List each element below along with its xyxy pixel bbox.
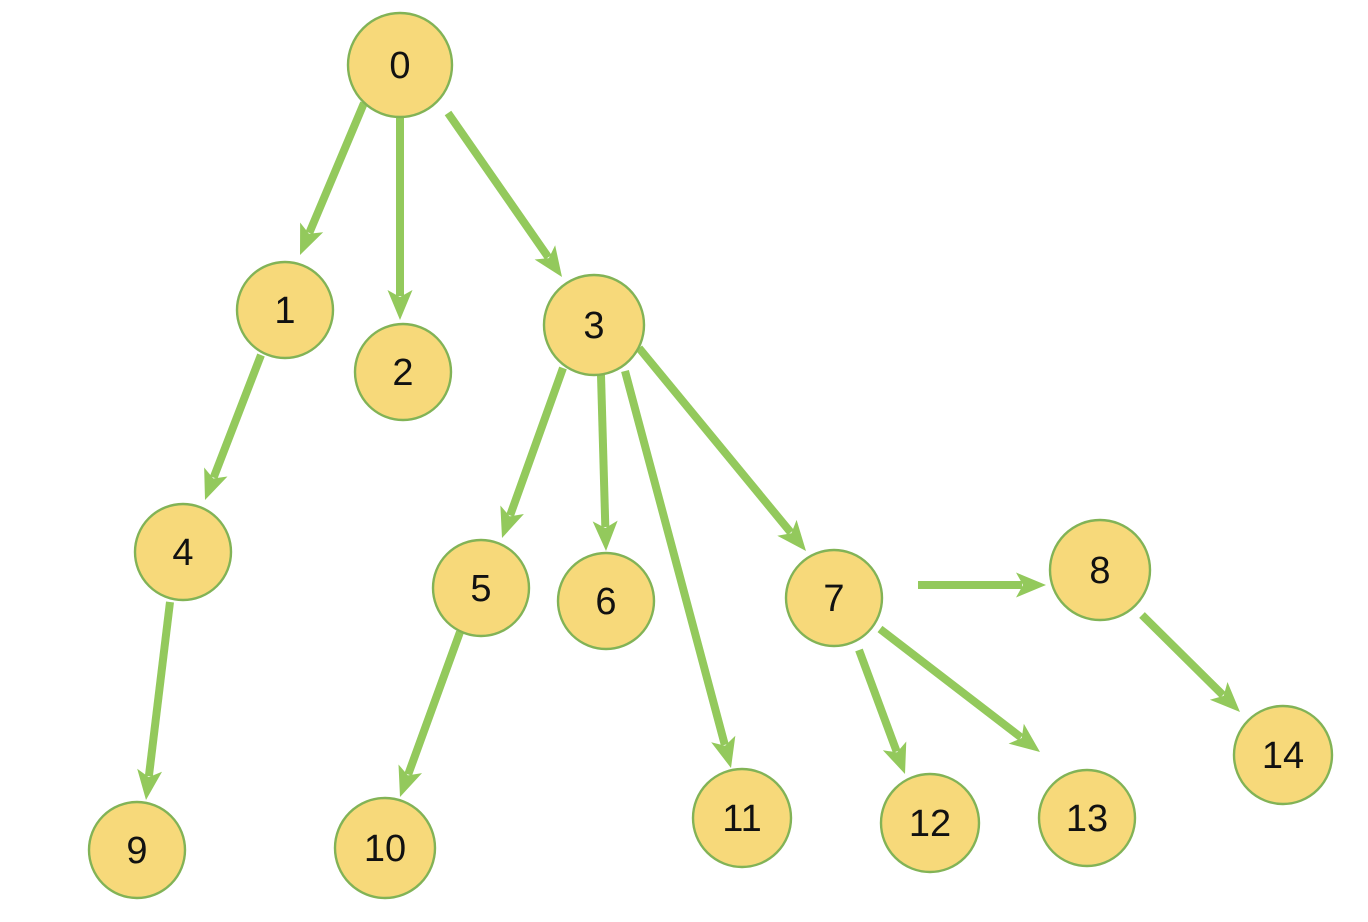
node-circle[interactable]: [1232, 704, 1334, 806]
node-circle[interactable]: [879, 772, 981, 874]
graph-node-12[interactable]: 12: [879, 772, 981, 874]
graph-node-6[interactable]: 6: [556, 551, 656, 651]
node-circle[interactable]: [542, 273, 646, 377]
graph-node-0[interactable]: 0: [346, 11, 454, 119]
arrowhead-icon: [137, 768, 163, 800]
arrowhead-icon: [777, 519, 806, 551]
edge-8-to-14: [1139, 612, 1240, 712]
edges-layer: [137, 101, 1240, 800]
arrowhead-icon: [534, 245, 562, 277]
node-circle[interactable]: [87, 800, 187, 900]
arrowhead-icon: [711, 735, 736, 768]
edge-4-to-9: [137, 601, 174, 800]
edge-shaft: [506, 366, 567, 517]
edge-0-to-2: [387, 117, 413, 320]
node-circle[interactable]: [235, 260, 335, 360]
edge-3-to-5: [500, 366, 567, 538]
edge-7-to-8: [918, 572, 1046, 598]
edge-shaft: [877, 625, 1024, 741]
arrowhead-icon: [204, 467, 228, 500]
node-circle[interactable]: [353, 322, 453, 422]
graph-node-11[interactable]: 11: [691, 767, 793, 869]
arrowhead-icon: [1008, 723, 1040, 752]
edge-shaft: [635, 345, 794, 536]
graph-node-10[interactable]: 10: [333, 796, 437, 900]
edge-7-to-13: [877, 625, 1040, 752]
node-circle[interactable]: [784, 548, 884, 648]
node-circle[interactable]: [691, 767, 793, 869]
edge-shaft: [855, 648, 901, 753]
edge-5-to-10: [398, 630, 464, 797]
edge-1-to-4: [204, 353, 265, 500]
graph-node-7[interactable]: 7: [784, 548, 884, 648]
edge-shaft: [404, 630, 464, 776]
graph-node-3[interactable]: 3: [542, 273, 646, 377]
graph-node-1[interactable]: 1: [235, 260, 335, 360]
arrowhead-icon: [500, 505, 524, 538]
arrowhead-icon: [592, 520, 618, 551]
arrowhead-icon: [300, 222, 324, 255]
edge-shaft: [1139, 612, 1226, 698]
edge-shaft: [597, 374, 610, 528]
edge-3-to-11: [621, 369, 736, 768]
graph-node-2[interactable]: 2: [353, 322, 453, 422]
edge-3-to-6: [592, 374, 618, 551]
graph-node-9[interactable]: 9: [87, 800, 187, 900]
arrowhead-icon: [398, 764, 422, 797]
graph-node-13[interactable]: 13: [1037, 768, 1137, 868]
graph-node-4[interactable]: 4: [133, 502, 233, 602]
graph-node-8[interactable]: 8: [1048, 518, 1152, 622]
edge-shaft: [621, 369, 729, 746]
graph-node-5[interactable]: 5: [431, 538, 531, 638]
node-circle[interactable]: [556, 551, 656, 651]
arrowhead-icon: [1209, 682, 1240, 712]
node-circle[interactable]: [1037, 768, 1137, 868]
node-circle[interactable]: [1048, 518, 1152, 622]
node-circle[interactable]: [346, 11, 454, 119]
edge-0-to-1: [300, 101, 368, 255]
edge-shaft: [144, 601, 174, 777]
node-circle[interactable]: [431, 538, 531, 638]
node-circle[interactable]: [333, 796, 437, 900]
graph-node-14[interactable]: 14: [1232, 704, 1334, 806]
edge-0-to-3: [444, 110, 562, 277]
edge-7-to-12: [855, 648, 907, 774]
edge-shaft: [305, 101, 368, 235]
edge-shaft: [444, 110, 552, 260]
edge-shaft: [209, 353, 265, 480]
arrowhead-icon: [1016, 572, 1046, 598]
arrowhead-icon: [387, 290, 413, 320]
edge-3-to-7: [635, 345, 806, 551]
arrowhead-icon: [882, 741, 907, 774]
node-circle[interactable]: [133, 502, 233, 602]
